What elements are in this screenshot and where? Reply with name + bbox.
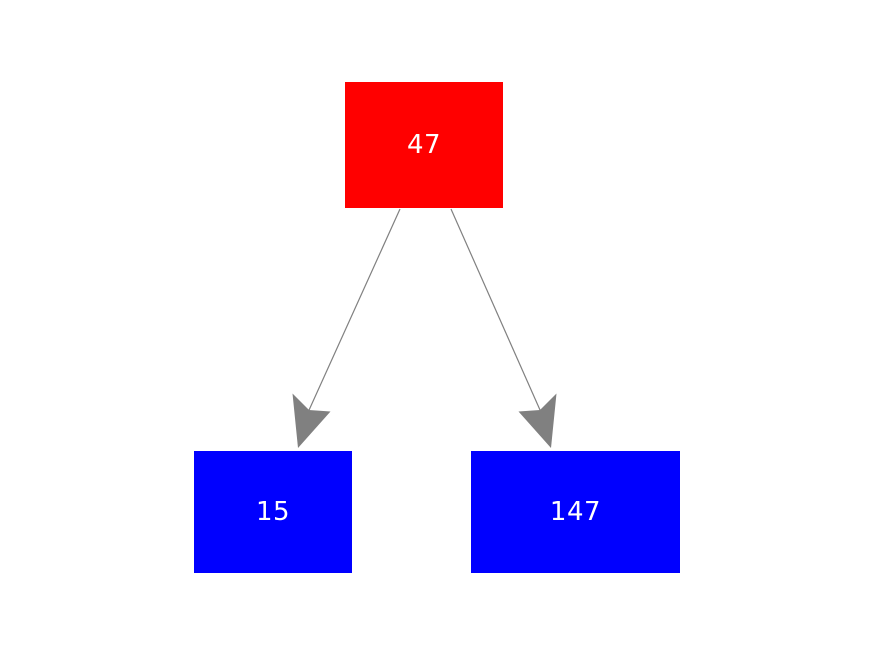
edge-root-right bbox=[450, 208, 557, 448]
graph-node-left-label: 15 bbox=[255, 497, 291, 527]
graph-node-root-label: 47 bbox=[406, 130, 442, 160]
graph-node-left[interactable]: 15 bbox=[194, 451, 352, 573]
edge-root-left bbox=[292, 208, 401, 448]
graph-node-right-label: 147 bbox=[549, 497, 602, 527]
graph-node-right[interactable]: 147 bbox=[471, 451, 680, 573]
graph-node-root[interactable]: 47 bbox=[345, 82, 503, 208]
edge-root-left-line bbox=[304, 208, 401, 420]
edge-root-right-arrowhead bbox=[518, 393, 557, 448]
edge-root-right-line bbox=[450, 208, 545, 420]
edge-root-left-arrowhead bbox=[292, 393, 331, 448]
